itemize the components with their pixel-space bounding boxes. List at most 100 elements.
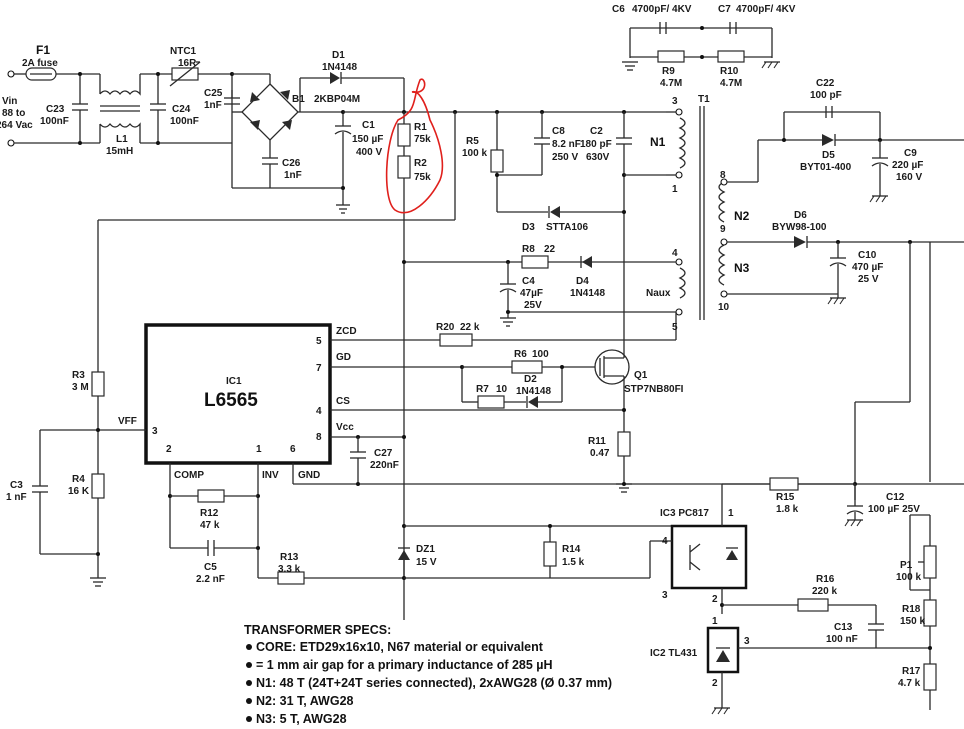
label-R18: R18: [902, 604, 921, 615]
label-ic1-part: L6565: [204, 390, 258, 411]
label-ic3-pin4: 4: [662, 536, 668, 547]
label-C9-value1: 220 µF: [892, 160, 923, 171]
label-R11: R11: [588, 436, 606, 447]
label-R4-value: 16 K: [68, 486, 90, 497]
label-pin-inv: INV: [262, 470, 279, 481]
label-C2-value2: 630V: [586, 152, 610, 163]
winding-Naux: [678, 267, 686, 299]
label-ic2-pin1: 1: [712, 616, 718, 627]
label-T1: T1: [698, 94, 710, 105]
feedback-section: [550, 477, 937, 715]
label-vin-3: 264 Vac: [0, 120, 33, 131]
label-C25: C25: [204, 88, 223, 99]
label-P1-value: 100 k: [896, 572, 921, 583]
label-C24: C24: [172, 104, 191, 115]
label-R10-value: 4.7M: [720, 78, 742, 89]
label-pin-vff: VFF: [118, 416, 137, 427]
label-pin5: 5: [316, 336, 322, 347]
bridge-B1: [241, 83, 299, 141]
label-R15-value: 1.8 k: [776, 504, 799, 515]
label-C4-value1: 47µF: [520, 288, 543, 299]
label-R13-value: 3.3 k: [278, 564, 301, 575]
label-C12-value: 100 µF 25V: [868, 504, 920, 515]
label-R3: R3: [72, 370, 85, 381]
label-C9: C9: [904, 148, 917, 159]
label-R9-value: 4.7M: [660, 78, 682, 89]
label-C13-value: 100 nF: [826, 634, 858, 645]
label-C13: C13: [834, 622, 853, 633]
resistor-R9: [657, 50, 685, 63]
label-tpin-4: 4: [672, 248, 678, 259]
label-NTC1-value: 16R: [178, 58, 197, 69]
label-D6: D6: [794, 210, 807, 221]
y-caps: [622, 22, 780, 71]
winding-N2: [718, 181, 726, 223]
label-C25-value: 1nF: [204, 100, 222, 111]
secondary-outputs: [727, 106, 964, 500]
label-R8-value: 22: [544, 244, 556, 255]
label-C1-value1: 150 µF: [352, 134, 383, 145]
winding-N1: [678, 117, 686, 169]
label-ic2-pin2: 2: [712, 678, 718, 689]
vin-terminal-bottom: [7, 139, 15, 147]
resistor-R10: [717, 50, 745, 63]
aux-supply: [402, 255, 676, 327]
label-pin3: 3: [152, 426, 158, 437]
label-R14: R14: [562, 544, 581, 555]
label-ic1-name: IC1: [226, 376, 242, 387]
label-R7-value: 10: [496, 384, 508, 395]
label-R20: R20: [436, 322, 455, 333]
bridge-section: [224, 72, 405, 214]
label-tpin-3: 3: [672, 96, 678, 107]
diode-D6: [794, 236, 806, 248]
label-R5: R5: [466, 136, 479, 147]
label-C7: C7: [718, 4, 731, 15]
label-R16: R16: [816, 574, 835, 585]
label-D3: D3: [522, 222, 535, 233]
label-C4: C4: [522, 276, 535, 287]
label-pin2: 2: [166, 444, 172, 455]
label-R8: R8: [522, 244, 535, 255]
label-L1: L1: [116, 134, 128, 145]
red-annotation-circle: [385, 78, 444, 214]
label-D4: D4: [576, 276, 589, 287]
label-R2: R2: [414, 158, 427, 169]
zener-DZ1: [398, 550, 410, 560]
diode-D1: [330, 72, 340, 84]
label-ic3-pin3: 3: [662, 590, 668, 601]
label-Q1: Q1: [634, 370, 648, 381]
label-C22: C22: [816, 78, 835, 89]
label-IC3: IC3 PC817: [660, 508, 709, 519]
resistor-R4: [91, 473, 105, 499]
label-Q1-value: STP7NB80FI: [624, 384, 684, 395]
label-R15: R15: [776, 492, 795, 503]
label-tpin-10: 10: [718, 302, 730, 313]
label-pin6: 6: [290, 444, 296, 455]
label-C7-value: 4700pF/ 4KV: [736, 4, 796, 15]
label-R9: R9: [662, 66, 675, 77]
label-C23: C23: [46, 104, 65, 115]
resistor-R20: [439, 333, 473, 347]
label-R2-value: 75k: [414, 172, 431, 183]
label-C4-value2: 25V: [524, 300, 542, 311]
label-R18-value: 150 k: [900, 616, 925, 627]
label-R1: R1: [414, 122, 427, 133]
label-R6-value: 100: [532, 349, 549, 360]
label-C2: C2: [590, 126, 603, 137]
label-R17-value: 4.7 k: [898, 678, 921, 689]
label-tpin-9: 9: [720, 224, 726, 235]
label-C3-value: 1 nF: [6, 492, 27, 503]
label-D5: D5: [822, 150, 835, 161]
resistor-R17: [923, 663, 937, 691]
label-pin4: 4: [316, 406, 322, 417]
label-C8-value2: 250 V: [552, 152, 578, 163]
label-C23-value: 100nF: [40, 116, 69, 127]
label-L1-value: 15mH: [106, 146, 133, 157]
label-R12: R12: [200, 508, 219, 519]
label-pin7: 7: [316, 363, 322, 374]
label-D2-value: 1N4148: [516, 386, 551, 397]
resistor-R5: [490, 149, 504, 173]
labels: F1 2A fuse Vin 88 to 264 Vac C23 100nF L…: [0, 4, 925, 689]
label-ic3-pin1: 1: [728, 508, 734, 519]
label-C8-value1: 8.2 nF: [552, 139, 581, 150]
